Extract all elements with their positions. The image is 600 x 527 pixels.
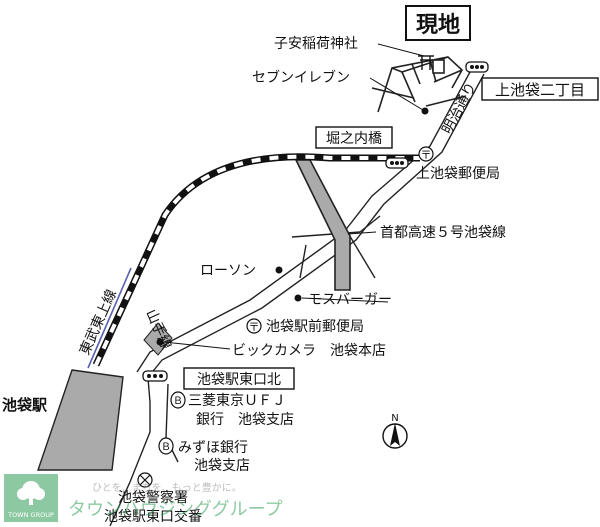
leader-lines bbox=[163, 43, 425, 350]
post-office-icon-kamiikebukuro: 〒 bbox=[418, 146, 434, 162]
ikebukuro-station-building bbox=[37, 369, 124, 471]
svg-text:Ｂ: Ｂ bbox=[173, 396, 183, 407]
label-ekimae-post: 池袋駅前郵便局 bbox=[266, 318, 364, 335]
watermark-logo-text: TOWN GROUP bbox=[7, 511, 54, 519]
expressway-route5 bbox=[294, 159, 351, 291]
destination-label-box bbox=[405, 5, 471, 41]
label-mufg-line2: 銀行 池袋支店 bbox=[196, 412, 294, 428]
label-expressway: 首都高速５号池袋線 bbox=[380, 224, 506, 241]
watermark-tagline: ひとを、まちを、もっと豊かに。 bbox=[92, 481, 242, 494]
railway-yamanote bbox=[92, 153, 420, 367]
post-office-icon-ekimae: 〒 bbox=[246, 318, 262, 334]
svg-text:Ｂ: Ｂ bbox=[161, 442, 171, 453]
label-ikebukuro-station: 池袋駅 bbox=[2, 396, 48, 414]
bank-icon-mufg: Ｂ bbox=[170, 391, 186, 409]
police-box-icon bbox=[137, 472, 153, 488]
bic-camera-building bbox=[143, 322, 173, 356]
bus-stop-icon-east-exit-north bbox=[142, 370, 168, 382]
label-meiji-dori: 明治通り bbox=[439, 80, 479, 137]
label-shrine: 子安稲荷神社 bbox=[274, 36, 358, 52]
label-lawson: ローソン bbox=[200, 263, 256, 279]
lawson-dot bbox=[275, 266, 283, 274]
label-bus-kamiikebukuro-2chome: 上池袋二丁目 bbox=[495, 81, 585, 99]
label-yamanote-line: 山手線 bbox=[142, 307, 174, 352]
local-streets bbox=[371, 56, 467, 113]
tree-icon bbox=[17, 481, 45, 505]
label-police-line1: 池袋警察署 bbox=[118, 489, 188, 506]
destination-label: 現地 bbox=[416, 13, 460, 38]
seven-eleven-dot bbox=[421, 107, 429, 115]
label-mizuho-line1: みずほ銀行 bbox=[178, 440, 248, 456]
shrine-torii-icon bbox=[418, 55, 434, 70]
svg-text:〒: 〒 bbox=[249, 321, 260, 334]
bus-stop-icon-horinouchi bbox=[385, 157, 409, 169]
watermark-brand: タウンハウジンググループ bbox=[68, 499, 283, 520]
label-seven-eleven: セブンイレブン bbox=[252, 69, 350, 86]
label-mizuho-line2: 池袋支店 bbox=[194, 458, 250, 474]
label-bus-horinouchi-bashi: 堀之内橋 bbox=[326, 131, 382, 147]
railway-tobu-tojo bbox=[87, 267, 132, 369]
label-bus-east-exit-north: 池袋駅東口北 bbox=[197, 372, 281, 388]
bank-icon-mizuho: Ｂ bbox=[158, 437, 174, 455]
svg-text:N: N bbox=[391, 413, 398, 424]
watermark: TOWN GROUP ひとを、まちを、もっと豊かに。 タウンハウジンググループ bbox=[4, 474, 283, 522]
bus-stop-icon-kamiikebukuro bbox=[465, 61, 489, 73]
label-kamiikebukuro-post: 上池袋郵便局 bbox=[416, 166, 500, 182]
mos-burger-dot bbox=[294, 294, 302, 302]
bic-camera-dot bbox=[156, 338, 164, 346]
destination-marker bbox=[432, 59, 445, 74]
label-police-line2: 池袋駅東口交番 bbox=[104, 508, 202, 525]
label-bic-camera: ビックカメラ 池袋本店 bbox=[232, 343, 386, 359]
label-mufg-line1: 三菱東京ＵＦＪ bbox=[188, 393, 286, 409]
north-arrow-icon: N bbox=[382, 413, 408, 449]
svg-text:〒: 〒 bbox=[421, 149, 432, 162]
label-mos-burger: モスバーガー bbox=[308, 292, 392, 308]
